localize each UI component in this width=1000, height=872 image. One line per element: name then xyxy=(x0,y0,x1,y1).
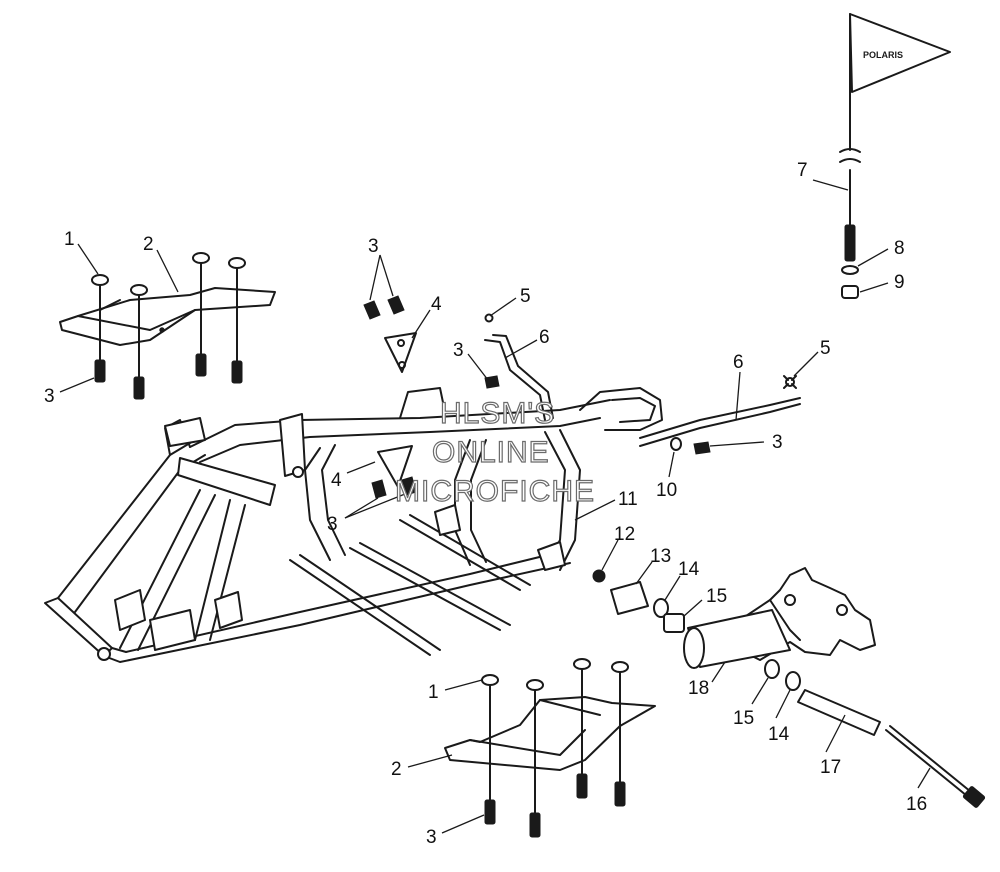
pivot-bushing xyxy=(610,581,649,615)
callout-6: 6 xyxy=(539,327,550,348)
gusset-bolts-upper xyxy=(363,295,405,320)
gusset-plate-lower xyxy=(377,445,413,488)
lower-skid-bolts xyxy=(484,668,626,838)
gusset-plate-upper xyxy=(384,332,417,373)
callout-15: 15 xyxy=(733,708,754,729)
callout-3: 3 xyxy=(772,432,783,453)
callout-3: 3 xyxy=(327,514,338,535)
pivot-nut xyxy=(592,569,606,583)
callout-18: 18 xyxy=(688,678,709,699)
callout-3: 3 xyxy=(44,386,55,407)
callout-15: 15 xyxy=(706,586,727,607)
callout-5: 5 xyxy=(520,286,531,307)
callout-3: 3 xyxy=(453,340,464,361)
callout-4: 4 xyxy=(431,294,442,315)
callout-12: 12 xyxy=(614,524,635,545)
callout-2: 2 xyxy=(143,234,154,255)
flag-bracket-rear xyxy=(639,375,801,455)
swingarm-tube xyxy=(683,609,791,669)
callout-5: 5 xyxy=(820,338,831,359)
watermark: HLSM'S ONLINE MICROFICHE xyxy=(394,396,595,508)
gusset-bolts-lower xyxy=(371,476,417,499)
callout-4: 4 xyxy=(331,470,342,491)
callout-7: 7 xyxy=(797,160,808,181)
callout-14: 14 xyxy=(678,559,700,580)
callout-13: 13 xyxy=(650,546,671,567)
whip-flag: POLARIS xyxy=(839,13,951,299)
callout-3: 3 xyxy=(368,236,379,257)
callout-11: 11 xyxy=(618,489,638,510)
watermark-line-1: HLSM'S xyxy=(440,397,555,430)
callout-14: 14 xyxy=(768,724,790,745)
watermark-line-2: ONLINE xyxy=(432,436,550,469)
callout-2: 2 xyxy=(391,759,402,780)
watermark-line-3: MICROFICHE xyxy=(395,475,595,508)
callout-9: 9 xyxy=(894,272,905,293)
callout-16: 16 xyxy=(906,794,927,815)
upper-skid-bolts xyxy=(94,262,243,400)
callout-8: 8 xyxy=(894,238,905,259)
callout-17: 17 xyxy=(820,757,841,778)
pivot-washers xyxy=(653,598,801,691)
lower-skid-washers xyxy=(481,658,629,691)
callout-6: 6 xyxy=(733,352,744,373)
pivot-spacers xyxy=(663,613,685,633)
frame-assembly xyxy=(44,387,663,663)
lower-skid-plate xyxy=(444,696,656,771)
upper-skid-plate xyxy=(59,287,276,346)
pivot-bolt xyxy=(885,725,986,808)
flag-brand-text: POLARIS xyxy=(863,50,903,60)
pivot-tube xyxy=(797,689,881,736)
callout-10: 10 xyxy=(656,480,677,501)
callout-1: 1 xyxy=(64,229,75,250)
upper-skid-washers xyxy=(91,252,246,296)
leader-lines xyxy=(59,179,931,834)
callout-labels: 1 2 3 3 4 5 6 3 7 8 9 5 6 3 10 4 3 11 12… xyxy=(44,160,927,848)
callout-1: 1 xyxy=(428,682,439,703)
callout-3: 3 xyxy=(426,827,437,848)
